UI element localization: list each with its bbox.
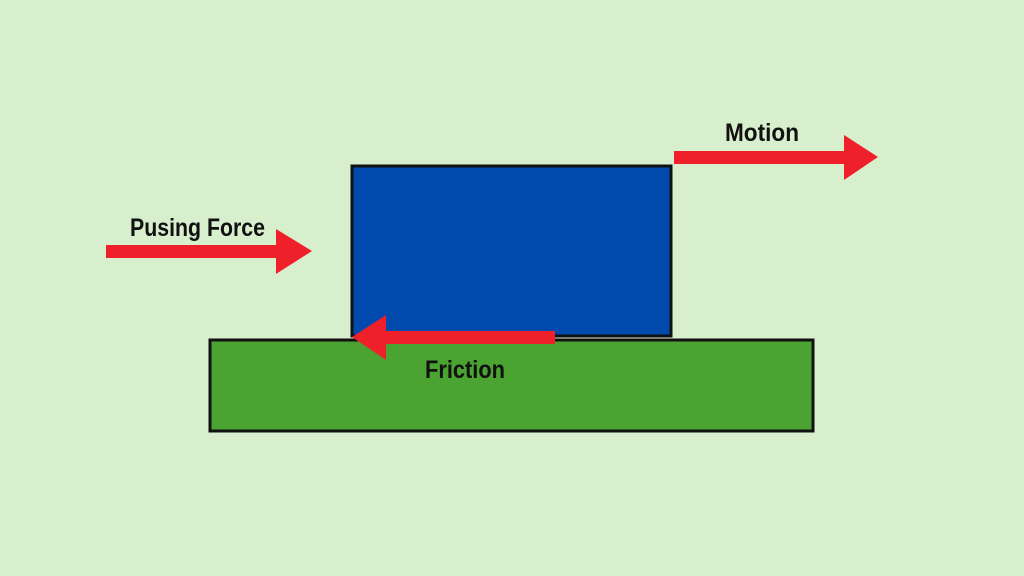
motion-label: Motion xyxy=(725,119,799,147)
ground-surface xyxy=(208,338,815,433)
pushing-force-arrow xyxy=(106,229,312,274)
pushing-force-label: Pusing Force xyxy=(130,214,265,242)
block xyxy=(350,164,673,338)
friction-label: Friction xyxy=(425,356,505,384)
motion-arrow xyxy=(674,135,878,180)
friction-arrow xyxy=(352,315,555,360)
